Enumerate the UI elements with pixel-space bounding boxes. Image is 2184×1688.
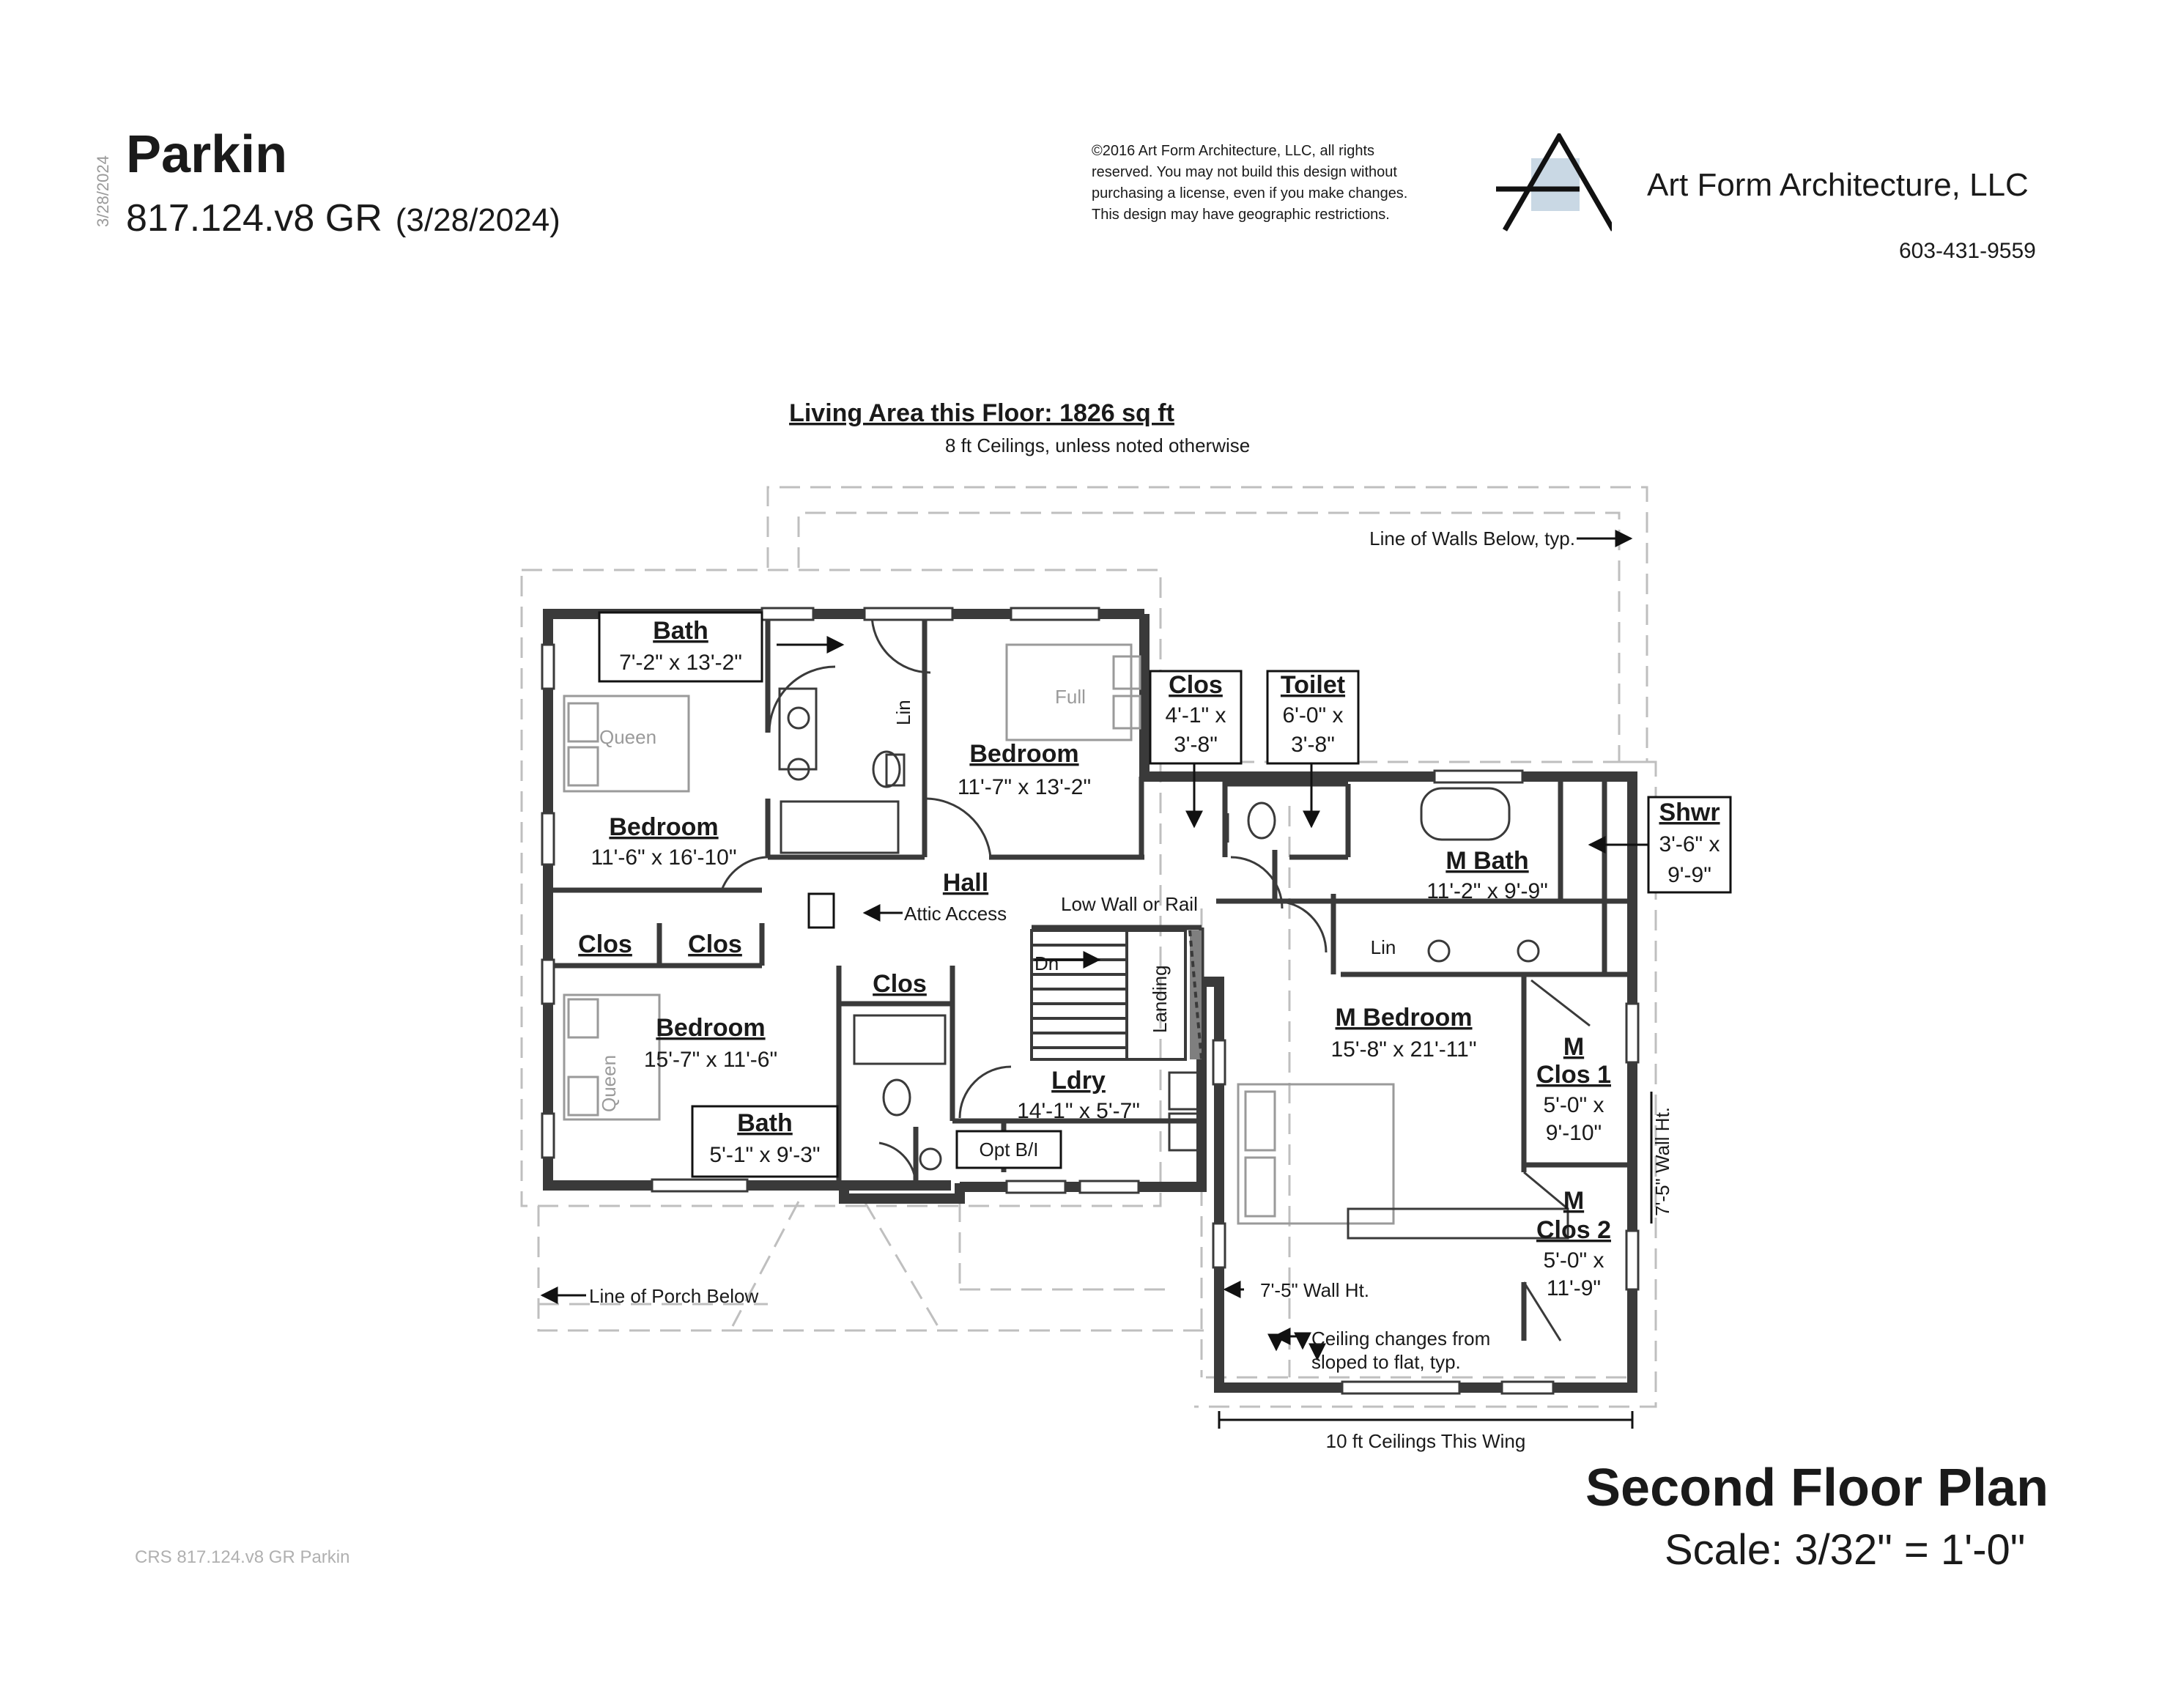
- exterior-walls: [543, 609, 1637, 1393]
- clos-c-name: Clos: [873, 970, 927, 998]
- bedroom-center-name: Bedroom: [969, 740, 1078, 768]
- mclos2-name-2: Clos 2: [1536, 1216, 1611, 1244]
- wall-ht-note-1: 7'-5" Wall Ht.: [1260, 1279, 1369, 1301]
- ceiling-change-note-2: sloped to flat, typ.: [1311, 1351, 1461, 1373]
- mclos1-dims-2: 9'-10": [1546, 1121, 1602, 1145]
- plan-code: 817.124.v8 GR (3/28/2024): [126, 196, 560, 240]
- low-wall-note: Low Wall or Rail: [1061, 893, 1198, 915]
- clos-b-name: Clos: [688, 930, 742, 958]
- mclos1-dims-1: 5'-0" x: [1543, 1093, 1604, 1117]
- mbedroom-dims: 15'-8" x 21'-11": [1331, 1037, 1477, 1062]
- plan-scale: Scale: 3/32" = 1'-0": [1665, 1526, 2026, 1574]
- bedroom-lower-name: Bedroom: [656, 1014, 765, 1042]
- plan-title: Parkin: [126, 125, 288, 184]
- bedroom-center-dims: 11'-7" x 13'-2": [958, 775, 1091, 799]
- stairs: [1030, 929, 1203, 1061]
- bedroom-lower-dims: 15'-7" x 11'-6": [644, 1048, 777, 1072]
- plan-date: (3/28/2024): [395, 202, 560, 238]
- ldry-dims: 14'-1" x 5'-7": [1017, 1099, 1140, 1123]
- interior-walls: [548, 614, 1634, 1341]
- shwr-dims-2: 9'-9": [1667, 863, 1711, 887]
- fixtures: [563, 643, 1569, 1240]
- linen-label-1: Lin: [892, 700, 914, 725]
- company-logo: [1496, 133, 1612, 232]
- wall-ht-note-2: 7'-5" Wall Ht.: [1651, 1107, 1673, 1216]
- ceilings-note: 8 ft Ceilings, unless noted otherwise: [945, 434, 1250, 456]
- walls-below-note: Line of Walls Below, typ.: [1369, 528, 1575, 549]
- clos-top-dims-1: 4'-1" x: [1165, 703, 1226, 728]
- toilet-name: Toilet: [1281, 671, 1345, 699]
- bedroom-left-name: Bedroom: [609, 813, 718, 841]
- windows: [541, 607, 1640, 1395]
- plan-code-text: 817.124.v8 GR: [126, 197, 382, 240]
- leader-arrows: [540, 530, 1648, 1361]
- full-bed-label: Full: [1055, 686, 1086, 708]
- ten-ft-ceilings-note: 10 ft Ceilings This Wing: [1326, 1430, 1526, 1452]
- hall-name: Hall: [943, 869, 988, 897]
- linen-label-2: Lin: [1371, 936, 1396, 958]
- bath-lower-name: Bath: [737, 1109, 793, 1137]
- ceiling-change-note-1: Ceiling changes from: [1311, 1328, 1490, 1350]
- stair-down-label: Dn: [1034, 952, 1059, 974]
- toilet-dims-2: 3'-8": [1291, 733, 1335, 757]
- landing-label: Landing: [1149, 965, 1171, 1033]
- label-boxes: [598, 611, 1732, 1178]
- clos-a-name: Clos: [578, 930, 632, 958]
- opt-bi-label: Opt B/I: [980, 1139, 1039, 1160]
- living-area-label: Living Area this Floor: 1826 sq ft: [789, 399, 1174, 427]
- plan-name: Second Floor Plan: [1585, 1459, 2049, 1517]
- bath-upper-dims: 7'-2" x 13'-2": [619, 651, 742, 675]
- mclos2-dims-1: 5'-0" x: [1543, 1248, 1604, 1273]
- mbedroom-name: M Bedroom: [1336, 1004, 1473, 1032]
- copyright-notice: ©2016 Art Form Architecture, LLC, all ri…: [1092, 143, 1408, 223]
- mclos2-dims-2: 11'-9": [1547, 1276, 1601, 1300]
- mclos1-name-2: Clos 1: [1536, 1061, 1611, 1089]
- dimension-line: [1218, 1092, 1653, 1429]
- attic-access-note: Attic Access: [904, 903, 1007, 925]
- bath-upper-name: Bath: [653, 617, 708, 645]
- mbath-name: M Bath: [1445, 847, 1528, 875]
- mclos2-name-1: M: [1563, 1187, 1584, 1215]
- company-name: Art Form Architecture, LLC: [1647, 167, 2029, 203]
- queen-bed-label-1: Queen: [599, 726, 656, 748]
- footer-id: CRS 817.124.v8 GR Parkin: [135, 1547, 350, 1567]
- shwr-dims-1: 3'-6" x: [1659, 832, 1720, 856]
- mbath-dims: 11'-2" x 9'-9": [1426, 879, 1548, 903]
- mclos1-name-1: M: [1563, 1033, 1584, 1061]
- doors: [720, 613, 1591, 1341]
- clos-top-dims-2: 3'-8": [1174, 733, 1218, 757]
- bedroom-left-dims: 11'-6" x 16'-10": [591, 845, 737, 870]
- porch-below-note: Line of Porch Below: [589, 1285, 758, 1307]
- shwr-name: Shwr: [1659, 799, 1720, 826]
- toilet-dims-1: 6'-0" x: [1282, 703, 1343, 728]
- clos-top-name: Clos: [1169, 671, 1223, 699]
- bath-lower-dims: 5'-1" x 9'-3": [709, 1143, 820, 1167]
- queen-bed-label-2: Queen: [598, 1055, 620, 1112]
- ldry-name: Ldry: [1051, 1067, 1106, 1095]
- company-phone: 603-431-9559: [1899, 239, 2036, 263]
